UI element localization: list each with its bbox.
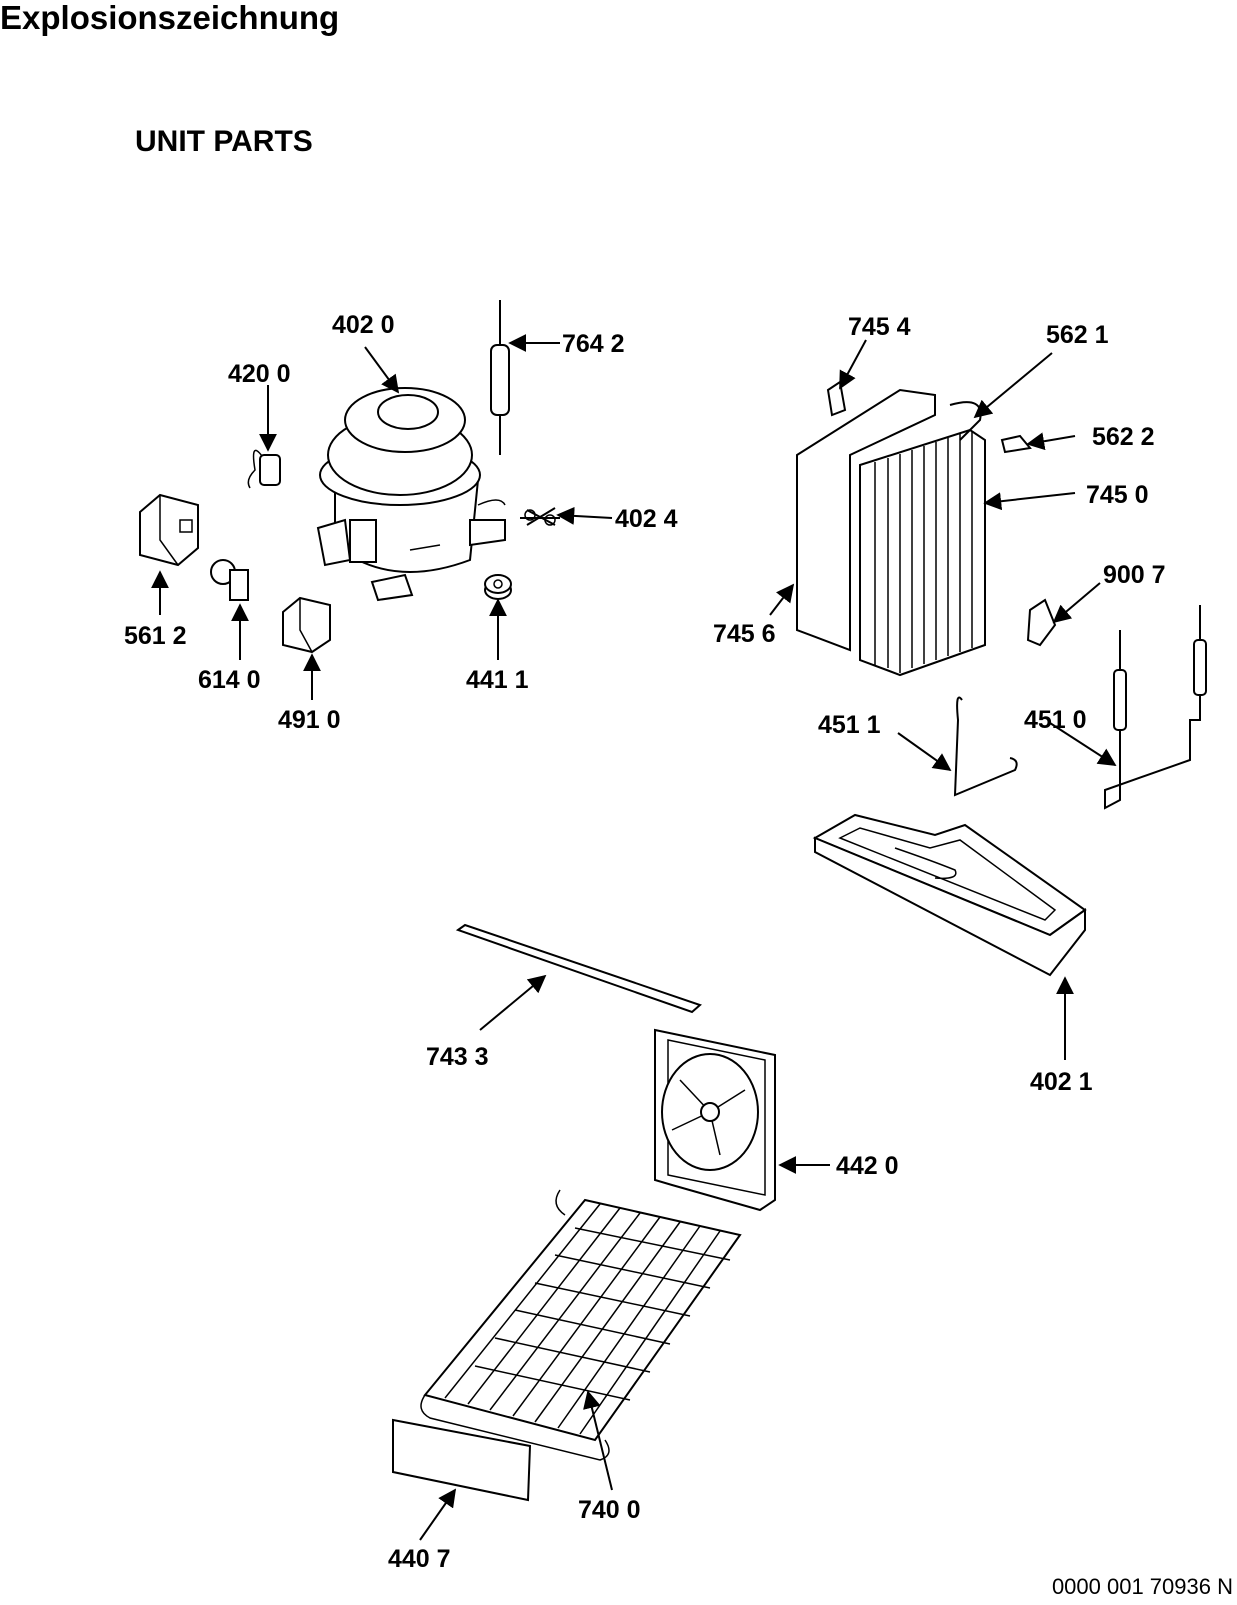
label-491-0: 491 0 bbox=[278, 706, 341, 734]
label-440-7: 440 7 bbox=[388, 1545, 451, 1573]
section-title: UNIT PARTS bbox=[135, 125, 313, 158]
overload-drawing bbox=[210, 559, 249, 601]
label-764-2: 764 2 bbox=[562, 330, 625, 358]
label-561-2: 561 2 bbox=[124, 622, 187, 650]
leader-lines bbox=[151, 334, 1117, 1541]
label-420-0: 420 0 bbox=[228, 360, 291, 388]
label-442-0: 442 0 bbox=[836, 1152, 899, 1180]
label-745-6: 745 6 bbox=[713, 620, 776, 648]
fan-drawing bbox=[654, 1028, 776, 1212]
part-labels: 402 0 764 2 420 0 402 4 561 2 614 0 491 … bbox=[124, 311, 1166, 1573]
label-614-0: 614 0 bbox=[198, 666, 261, 694]
document-number: 0000 001 70936 N bbox=[1051, 1574, 1233, 1599]
label-402-0: 402 0 bbox=[332, 311, 395, 339]
label-402-4: 402 4 bbox=[615, 505, 678, 533]
heater-drawing bbox=[953, 696, 1018, 797]
grommet-drawing bbox=[484, 574, 512, 600]
label-441-1: 441 1 bbox=[466, 666, 529, 694]
starter-drawing bbox=[282, 596, 331, 654]
relay-drawing bbox=[139, 493, 199, 567]
label-740-0: 740 0 bbox=[578, 1496, 641, 1524]
label-451-1: 451 1 bbox=[818, 711, 881, 739]
label-743-3: 743 3 bbox=[426, 1043, 489, 1071]
clip-drawing bbox=[520, 507, 560, 526]
drier-drawing bbox=[490, 300, 510, 455]
capacitor-drawing bbox=[247, 449, 281, 489]
label-451-0: 451 0 bbox=[1024, 706, 1087, 734]
evaporator-drawing bbox=[796, 380, 1057, 677]
suction-tube-drawing bbox=[1104, 605, 1207, 810]
label-745-4: 745 4 bbox=[848, 313, 911, 341]
seal-strip-drawing bbox=[455, 923, 702, 1014]
compressor-drawing bbox=[316, 387, 506, 602]
label-900-7: 900 7 bbox=[1103, 561, 1166, 589]
condenser-drawing bbox=[420, 1189, 742, 1461]
label-562-2: 562 2 bbox=[1092, 423, 1155, 451]
cover-plate-drawing bbox=[392, 1418, 532, 1502]
label-745-0: 745 0 bbox=[1086, 481, 1149, 509]
page-title: Explosionszeichnung bbox=[0, 0, 340, 36]
label-402-1: 402 1 bbox=[1030, 1068, 1093, 1096]
drip-tray-drawing bbox=[812, 813, 1087, 977]
label-562-1: 562 1 bbox=[1046, 321, 1109, 349]
